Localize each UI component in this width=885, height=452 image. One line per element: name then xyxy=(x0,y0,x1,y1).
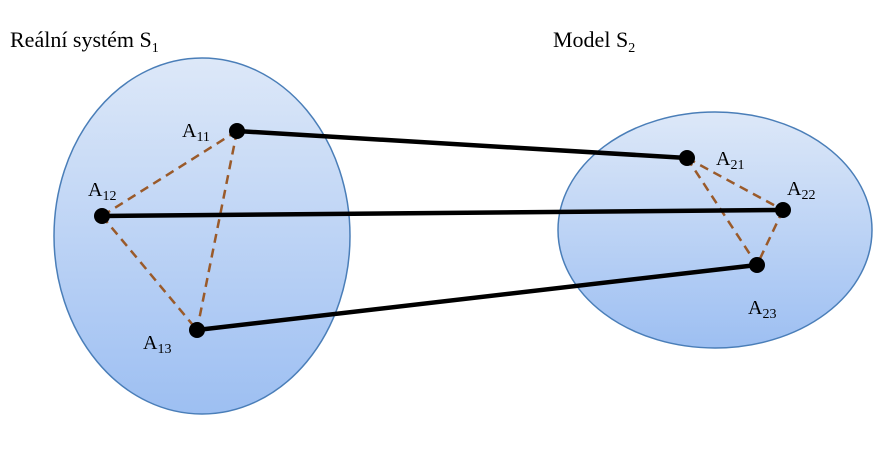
relation-edge-a21-a22 xyxy=(686,156,784,212)
relation-edge-a12-a13 xyxy=(101,215,198,331)
node-dot-a11 xyxy=(229,123,245,139)
nodes xyxy=(94,123,791,338)
mapping-edge-a11-a21 xyxy=(236,128,688,161)
mapping-lines xyxy=(101,128,784,333)
mapping-edge-a12-a22 xyxy=(101,207,784,219)
mapping-edge-a13-a23 xyxy=(196,262,758,333)
model-ellipse xyxy=(557,111,873,349)
node-dot-a21 xyxy=(679,150,695,166)
relation-edge-a22-a23 xyxy=(755,209,785,266)
node-dot-a22 xyxy=(775,202,791,218)
node-dot-a23 xyxy=(749,257,765,273)
real-system-title: Reální systém S1 xyxy=(10,27,159,56)
node-label-a11: A11 xyxy=(182,120,210,145)
real-system-ellipse xyxy=(53,57,351,415)
model-title: Model S2 xyxy=(553,27,635,56)
relation-edge-a11-a13 xyxy=(195,130,239,331)
node-label-a13: A13 xyxy=(143,332,171,357)
node-dot-a13 xyxy=(189,322,205,338)
relation-edge-a11-a12 xyxy=(101,129,238,218)
node-dot-a12 xyxy=(94,208,110,224)
node-label-a21: A21 xyxy=(716,148,744,173)
node-label-a22: A22 xyxy=(787,178,815,203)
node-label-a23: A23 xyxy=(748,297,776,322)
node-label-a12: A12 xyxy=(88,179,116,204)
